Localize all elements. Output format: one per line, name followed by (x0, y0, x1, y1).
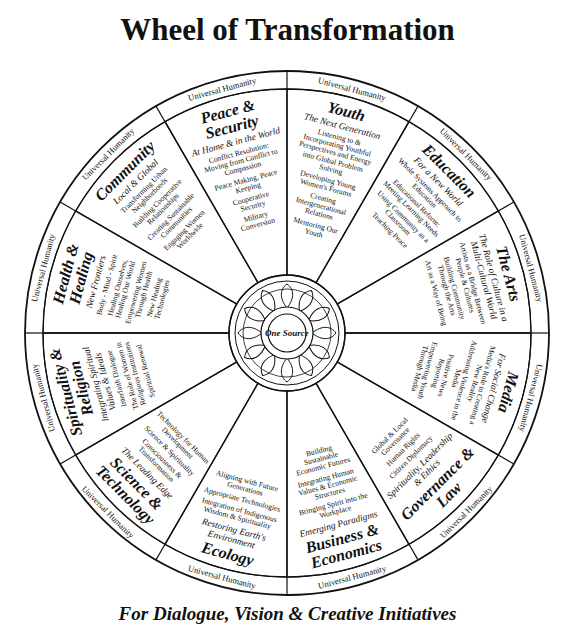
outer-rim (25, 71, 549, 595)
wedge-shape (325, 287, 539, 458)
wedge-shape (35, 209, 249, 380)
band-ticks (25, 71, 549, 595)
wedge-shape (163, 371, 334, 585)
center-circle: One Source (263, 309, 311, 357)
sector-item: Military Conversion (230, 207, 284, 236)
wedge-shape (241, 371, 412, 585)
diagram-title: Wheel of Transformation (0, 12, 575, 48)
center-text: One Source (263, 309, 311, 357)
sector-wedge: Business & EconomicsEmerging ParadigmsBr… (240, 371, 412, 586)
diagram-caption: For Dialogue, Vision & Creative Initiati… (0, 603, 575, 625)
